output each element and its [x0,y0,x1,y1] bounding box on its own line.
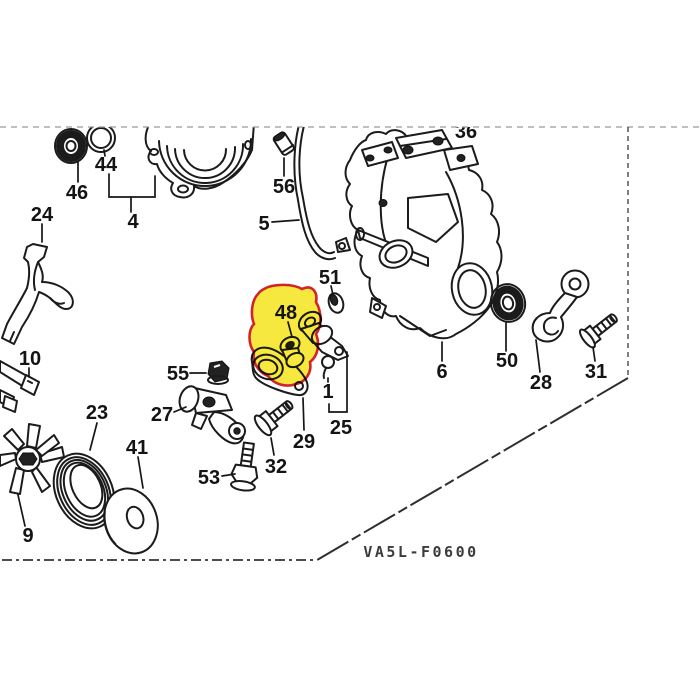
part-label-32: 32 [265,456,287,478]
part-label-55: 55 [167,363,189,385]
part-5-drawing [293,127,336,261]
part-31-drawing [578,313,618,349]
part-6-drawing [335,129,503,340]
part-label-9: 9 [22,525,33,547]
part-32-drawing [253,400,294,437]
part-label-24: 24 [31,204,54,226]
part-label-31: 31 [585,361,607,383]
part-label-25: 25 [330,417,352,439]
drawing-frame [0,126,700,561]
part-label-50: 50 [496,350,518,372]
part-label-41: 41 [126,437,148,459]
highlight-region-part-48 [248,283,322,387]
part-label-27: 27 [151,404,173,426]
diagram-code-caption: VA5L-F0600 [363,543,478,561]
part-label-6: 6 [436,361,447,383]
part-9-drawing [0,423,65,495]
part-24-drawing [1,243,74,345]
part-53-drawing [230,441,259,492]
part-10-drawing [0,360,40,413]
part-label-56: 56 [273,176,295,198]
part-label-46: 46 [66,182,88,204]
part-label-53: 53 [198,467,220,489]
part-label-36-partial: 36 [455,121,477,143]
part-label-51: 51 [319,267,341,289]
part-label-5: 5 [258,213,269,235]
part-label-29: 29 [293,431,315,453]
part-27-drawing [178,385,246,445]
part-label-1: 1 [322,381,333,403]
part-1-drawing [321,355,335,379]
leader-lines [17,149,596,527]
part-label-4: 4 [127,211,139,233]
part-51-drawing [327,292,345,314]
part-label-10: 10 [19,348,41,370]
part-44-drawing [86,127,116,153]
part-56-drawing [272,131,295,156]
part-label-23: 23 [86,402,108,424]
part-55-drawing [207,360,230,385]
part-46-drawing [54,128,88,164]
part-4-drawing [144,127,255,199]
part-50-drawing [489,283,527,323]
part-28-drawing [531,269,590,343]
part-label-28: 28 [530,372,552,394]
part-23-drawing [52,452,116,530]
part-label-44: 44 [95,154,118,176]
part-label-48: 48 [275,302,297,324]
part-41-drawing [103,487,159,555]
